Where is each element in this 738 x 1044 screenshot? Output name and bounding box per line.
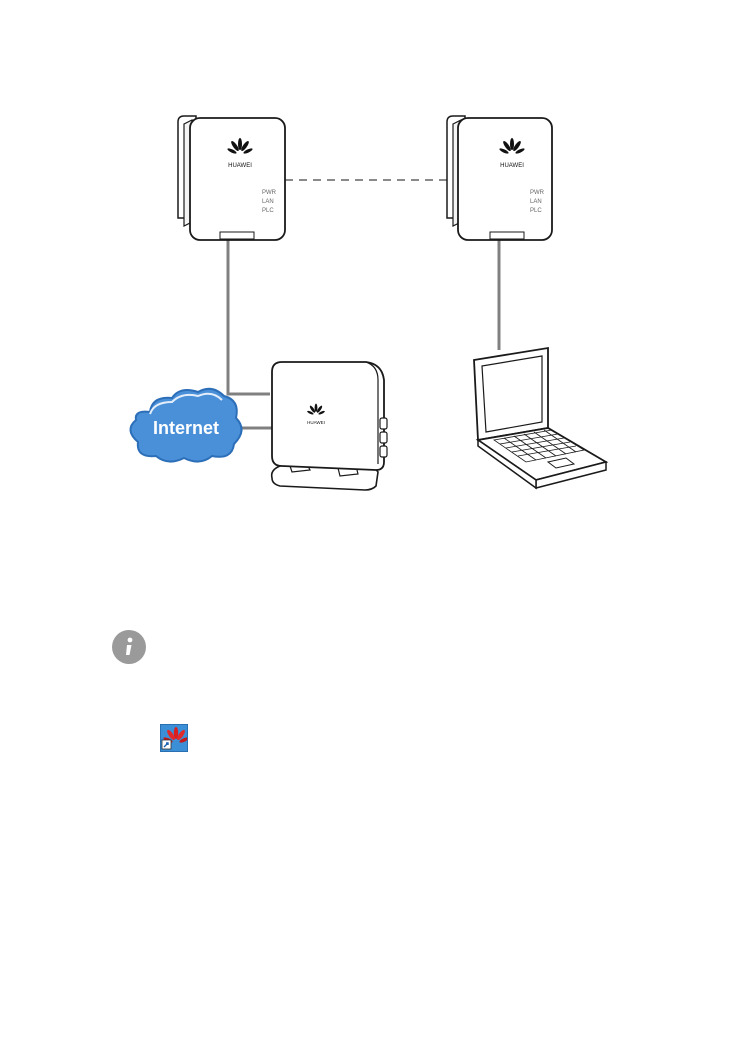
indicator-lan: LAN bbox=[262, 199, 274, 205]
powerline-adapter-right: HUAWEI PWR LAN PLC bbox=[447, 116, 552, 240]
router: HUAWEI bbox=[272, 362, 387, 490]
brand-label: HUAWEI bbox=[228, 163, 252, 169]
cable-adapter-router bbox=[228, 240, 270, 394]
brand-label: HUAWEI bbox=[307, 420, 325, 425]
info-icon bbox=[112, 630, 146, 664]
indicator-lan: LAN bbox=[530, 199, 542, 205]
indicator-plc: PLC bbox=[530, 208, 542, 214]
internet-label: Internet bbox=[153, 418, 219, 438]
indicator-pwr: PWR bbox=[262, 190, 277, 196]
indicator-plc: PLC bbox=[262, 208, 274, 214]
brand-label: HUAWEI bbox=[500, 163, 524, 169]
huawei-app-shortcut-icon[interactable] bbox=[160, 724, 188, 752]
indicator-pwr: PWR bbox=[530, 190, 545, 196]
powerline-adapter-left: HUAWEI PWR LAN PLC bbox=[178, 116, 285, 240]
internet-cloud: Internet bbox=[130, 389, 241, 462]
laptop bbox=[474, 348, 606, 488]
